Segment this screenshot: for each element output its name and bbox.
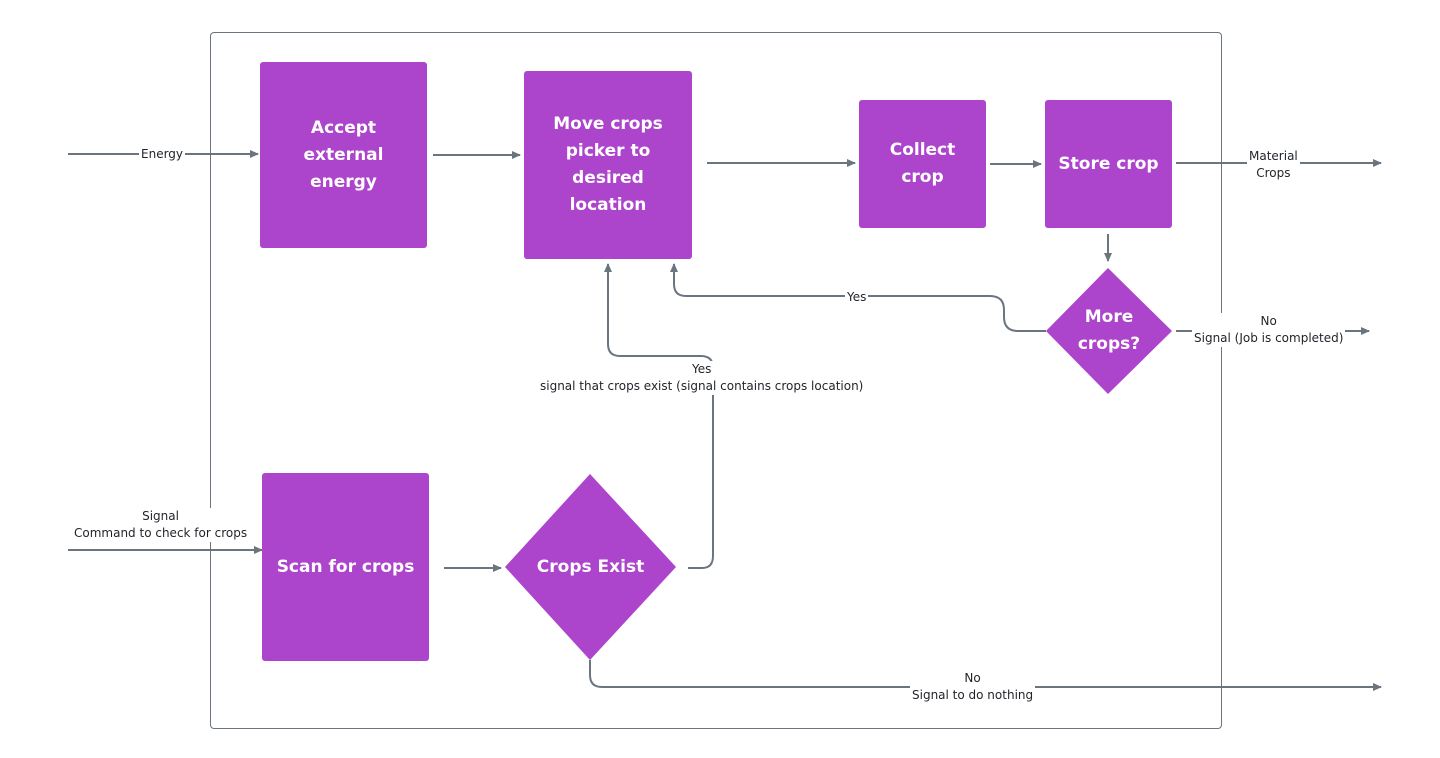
accept-energy-node: Accept external energy <box>260 62 427 248</box>
crops-exist-label: Crops Exist <box>536 556 645 577</box>
material-crops-label: Material Crops <box>1247 148 1300 182</box>
exist-yes-label: Yes signal that crops exist (signal cont… <box>538 361 866 395</box>
scan-crops-node: Scan for crops <box>262 473 429 661</box>
more-crops-label: More crops? <box>1077 307 1141 354</box>
edge-more-yes <box>670 263 1046 332</box>
edge-exist-no <box>589 660 1382 691</box>
more-no-label: No Signal (Job is completed) <box>1192 313 1346 347</box>
collect-crop-node: Collect crop <box>859 100 986 228</box>
store-crop-node: Store crop <box>1045 100 1172 228</box>
edge-exist-yes <box>604 263 714 569</box>
crops-exist-diamond <box>505 474 676 660</box>
move-picker-node: Move crops picker to desired location <box>524 71 692 259</box>
more-crops-diamond <box>1046 268 1172 394</box>
more-crops-node: More crops? <box>1046 268 1172 394</box>
signal-in-label: Signal Command to check for crops <box>72 508 250 542</box>
exist-no-label: No Signal to do nothing <box>910 670 1036 704</box>
energy-label: Energy <box>139 146 186 163</box>
system-boundary <box>210 32 1222 729</box>
crops-exist-node: Crops Exist <box>505 474 676 660</box>
more-yes-label: Yes <box>845 289 869 306</box>
